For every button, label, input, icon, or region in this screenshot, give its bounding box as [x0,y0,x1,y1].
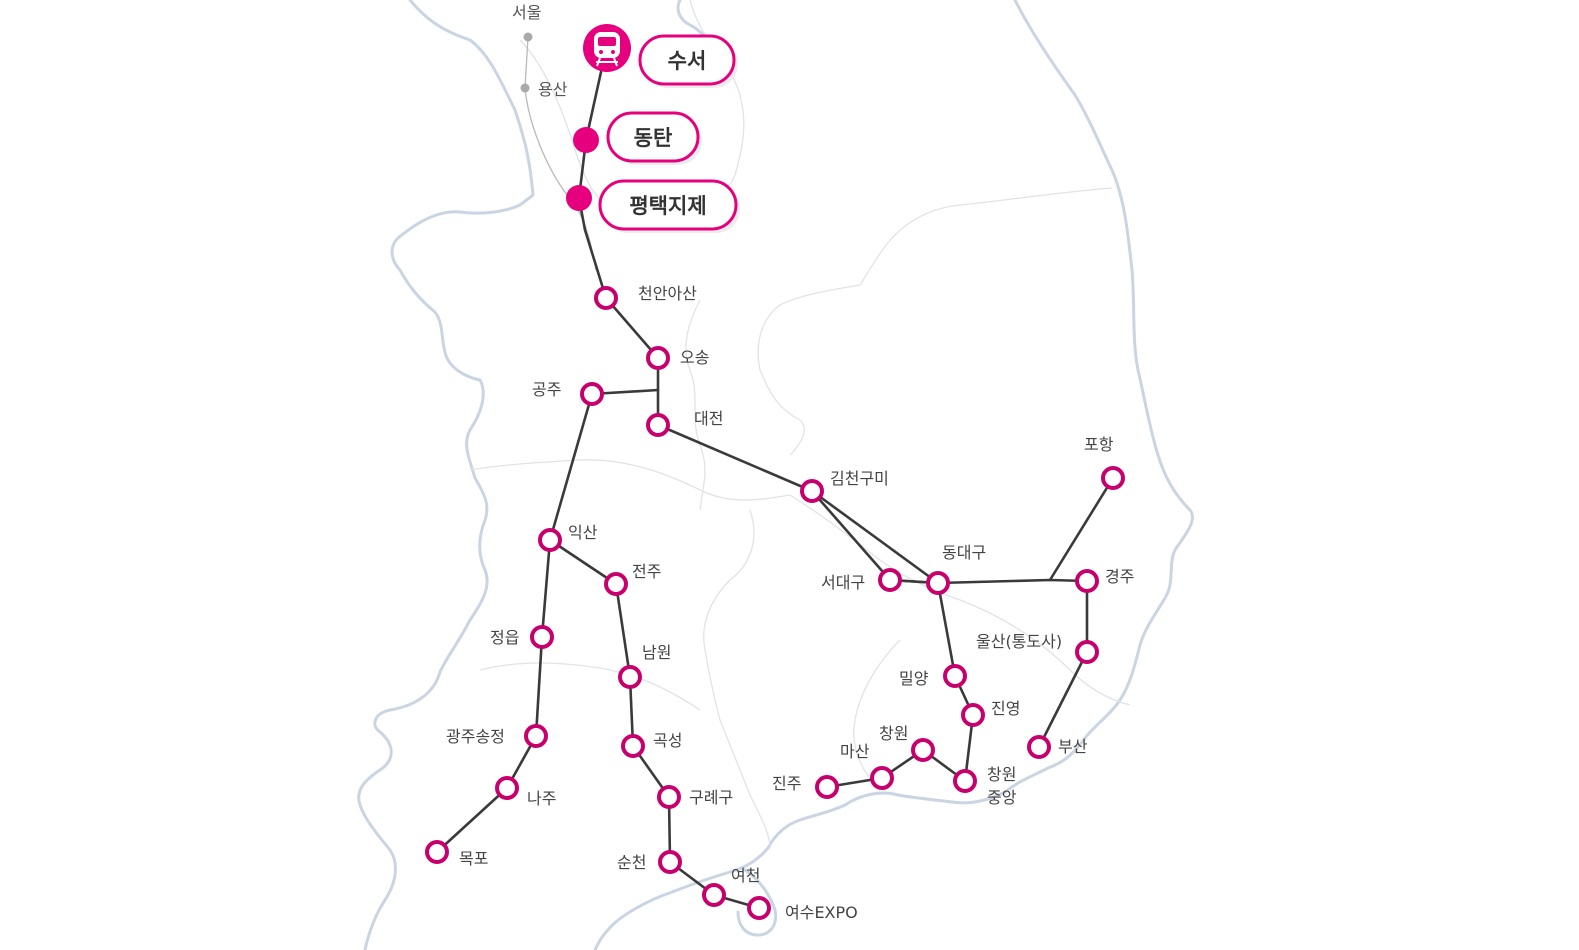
svg-text:여수EXPO: 여수EXPO [785,903,858,922]
station-gimcheon[interactable]: 김천구미 [800,469,889,503]
station-jinyeong[interactable]: 진영 [961,699,1020,727]
svg-text:광주송정: 광주송정 [446,727,505,746]
station-gokseong[interactable]: 곡성 [621,731,682,758]
station-changwon[interactable]: 창원 [879,724,935,762]
station-daejeon[interactable]: 대전 [646,409,723,437]
svg-text:창원: 창원 [879,724,908,743]
station-yongsan-dot [520,83,530,93]
svg-text:울산(통도사): 울산(통도사) [976,632,1062,651]
svg-text:중앙: 중앙 [987,788,1017,807]
svg-text:밀양: 밀양 [899,669,929,688]
station-osong[interactable]: 오송 [646,346,709,370]
train-icon [594,32,620,67]
station-gyeongju[interactable]: 경주 [1075,567,1134,593]
station-dongtan[interactable]: 동탄 [573,111,702,165]
svg-text:나주: 나주 [527,789,556,808]
station-gwangju[interactable]: 광주송정 [446,724,548,748]
svg-text:김천구미: 김천구미 [830,469,889,488]
station-suseo[interactable]: 수서 [583,24,738,88]
svg-text:천안아산: 천안아산 [638,284,697,303]
svg-text:정읍: 정읍 [490,628,519,647]
station-label-seoul: 서울 [512,3,541,22]
station-seoul-dot [523,32,533,42]
station-jeongeup[interactable]: 정읍 [490,625,554,649]
station-guryegu[interactable]: 구례구 [657,785,733,809]
station-iksan[interactable]: 익산 [538,523,598,552]
pyeongtaek-marker [566,185,592,211]
station-jeonju[interactable]: 전주 [604,562,661,596]
station-masan[interactable]: 마산 [840,742,894,790]
stations: 천안아산 오송 공주 대전 김천구미 서대구 동대구 포항 경주 울산(통도사)… [425,284,1134,922]
station-yeosu[interactable]: 여수EXPO [747,896,858,922]
pill-label-pyeongtaek: 평택지제 [629,194,706,218]
svg-text:순천: 순천 [617,853,646,872]
station-suncheon[interactable]: 순천 [617,850,682,874]
station-gongju[interactable]: 공주 [532,380,604,406]
svg-text:진주: 진주 [772,774,801,793]
station-namwon[interactable]: 남원 [618,643,671,689]
svg-text:경주: 경주 [1105,567,1134,586]
svg-text:구례구: 구례구 [689,788,733,807]
station-miryang[interactable]: 밀양 [899,664,967,688]
station-yeocheon[interactable]: 여천 [702,866,760,907]
dongtan-marker [573,127,599,153]
station-mokpo[interactable]: 목포 [425,840,488,868]
svg-text:대전: 대전 [694,409,723,428]
svg-text:포항: 포항 [1084,435,1114,454]
jeolla-line [548,538,761,910]
station-naju[interactable]: 나주 [495,776,556,808]
east-branch [936,578,1089,585]
coastline [357,0,1194,950]
svg-text:부산: 부산 [1058,737,1088,756]
station-dongdaegu[interactable]: 동대구 [926,543,986,595]
svg-text:창원: 창원 [987,765,1016,784]
station-label-yongsan: 용산 [538,80,568,99]
station-ulsan[interactable]: 울산(통도사) [976,632,1099,664]
svg-text:동대구: 동대구 [942,543,986,562]
province-boundaries [469,0,1131,846]
svg-text:마산: 마산 [840,742,870,761]
svg-text:익산: 익산 [568,523,598,542]
pohang-branch [1048,476,1115,582]
svg-text:공주: 공주 [532,380,561,399]
station-pyeongtaek[interactable]: 평택지제 [566,179,740,233]
station-seodaegu[interactable]: 서대구 [821,568,902,592]
station-pohang[interactable]: 포항 [1084,435,1125,490]
station-changwon-jungang[interactable]: 창원 중앙 [953,765,1017,807]
pill-label-suseo: 수서 [668,49,707,73]
station-jinju[interactable]: 진주 [772,774,839,799]
svg-text:남원: 남원 [642,643,671,662]
station-cheonan[interactable]: 천안아산 [594,284,697,310]
honam-connector [548,388,660,542]
svg-text:전주: 전주 [632,562,661,581]
svg-text:오송: 오송 [680,348,709,367]
svg-text:서대구: 서대구 [821,573,865,592]
svg-text:여천: 여천 [731,866,760,885]
svg-text:진영: 진영 [991,699,1020,718]
station-busan[interactable]: 부산 [1027,735,1088,759]
pill-label-dongtan: 동탄 [634,126,673,150]
svg-text:곡성: 곡성 [653,731,682,750]
svg-text:목포: 목포 [459,849,488,868]
